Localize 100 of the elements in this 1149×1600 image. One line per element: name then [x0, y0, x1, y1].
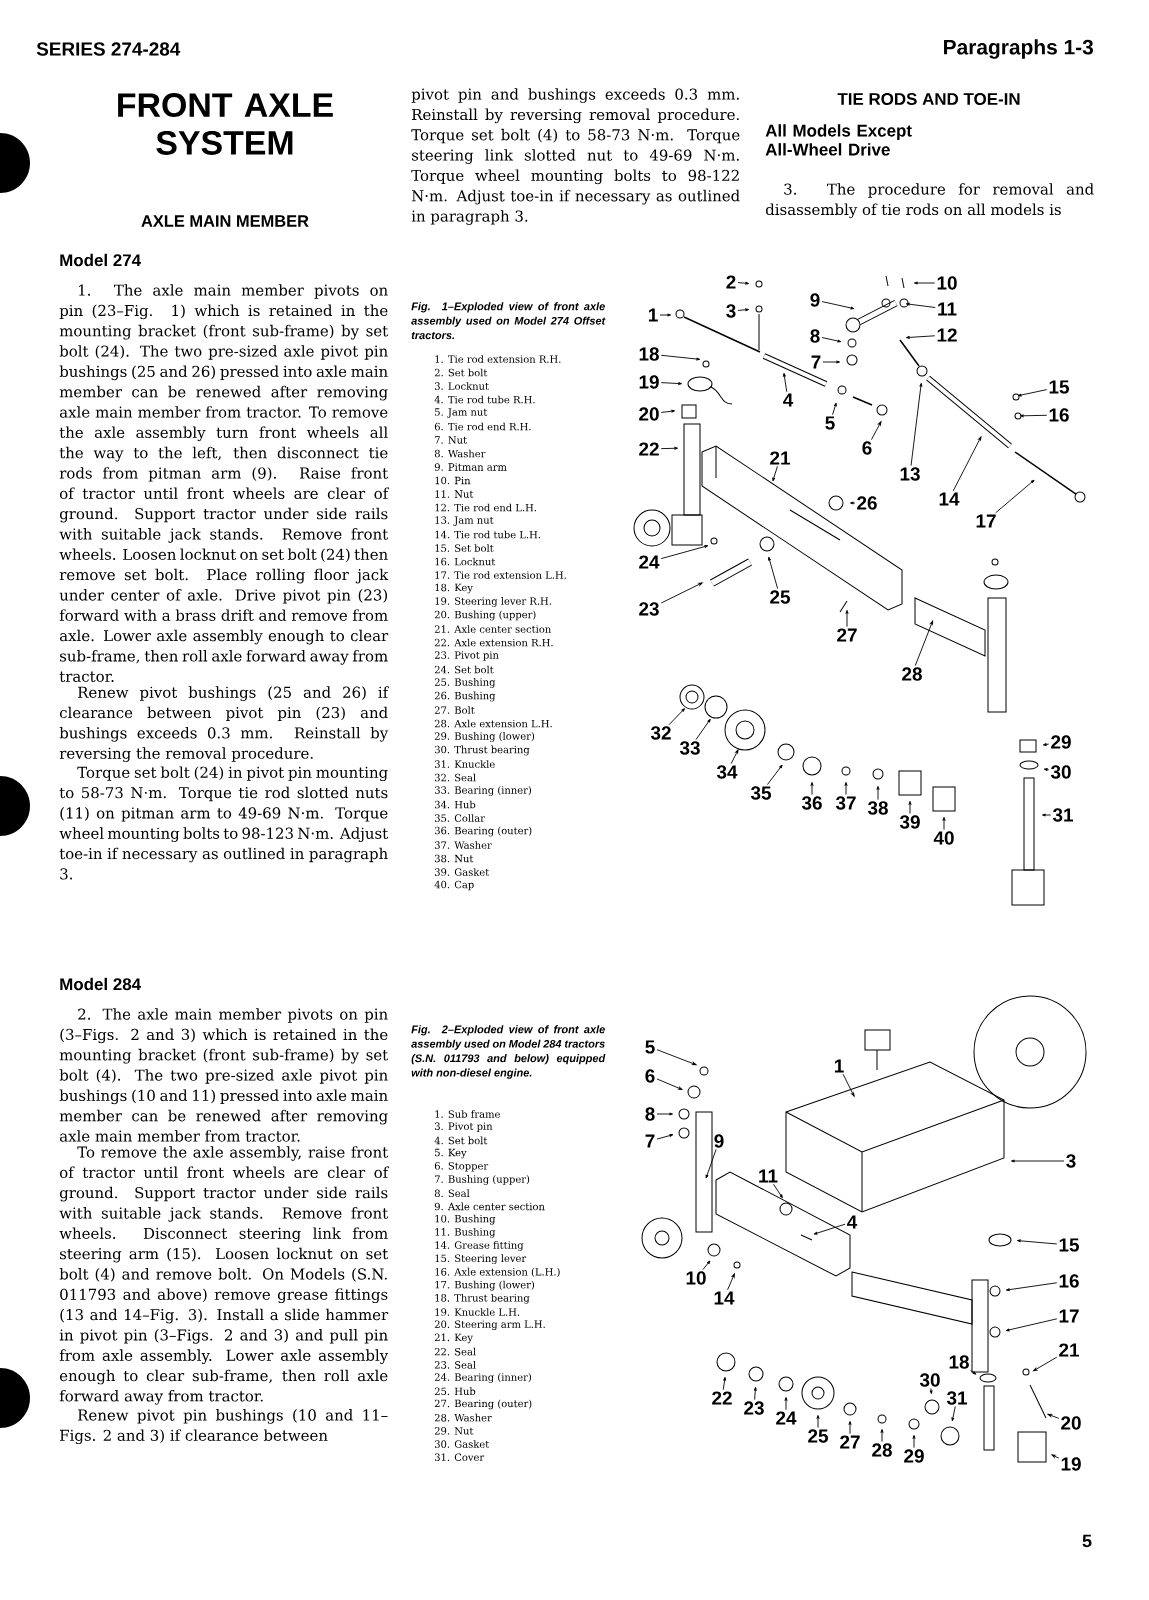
callout-number: 5 — [645, 1040, 655, 1054]
section-heading: TIE RODS AND TOE-IN — [837, 93, 1020, 105]
leader-line — [668, 708, 685, 726]
parts-list-entry: 23. Pivot pin — [434, 651, 499, 661]
parts-list-entry: 21. Axle center section — [434, 625, 551, 633]
callout-number: 33 — [679, 741, 700, 755]
callout-number: 27 — [840, 1435, 860, 1449]
callout-number: 25 — [808, 1429, 828, 1443]
callout-number: 18 — [949, 1355, 969, 1369]
leader-line — [951, 1406, 956, 1422]
parts-list-entry: 7. Nut — [435, 436, 467, 444]
leader-line — [656, 1078, 683, 1090]
body-paragraph: pivot pin and bushings exceeds 0.3 mm. Reinstall by reversing removal procedure. Torque set bolt (4) to 58-73 N·m. Torque steering link slotted nut to 49-69 N·m. Torque wheel mounting bolts to 98-122 N·m. Adjust toe-in if necessary as outlined in paragraph 3. — [411, 88, 740, 225]
callout-number: 28 — [872, 1443, 892, 1457]
page-header: SERIES 274-284 — [36, 42, 181, 56]
parts-list-entry: 10. Pin — [435, 476, 471, 485]
parts-list-entry: 39. Gasket — [434, 868, 490, 876]
parts-list-entry: 20. Steering arm L.H. — [434, 1320, 545, 1330]
parts-list-entry: 5. Jam nut — [435, 408, 488, 418]
callout-number: 7 — [811, 355, 821, 369]
subsection-heading: All Models Except All-Wheel Drive — [765, 124, 912, 156]
parts-list-entry: 10. Bushing — [435, 1214, 496, 1225]
leader-line — [813, 1223, 846, 1235]
callout-number: 11 — [938, 302, 957, 316]
body-paragraph: Renew pivot pin bushings (10 and 11–Figs. 2 and 3) if clearance between — [60, 1409, 388, 1445]
parts-list-entry: 4. Tie rod tube R.H. — [434, 395, 535, 404]
section-heading: AXLE MAIN MEMBER — [141, 215, 309, 227]
parts-list-entry: 16. Locknut — [435, 557, 496, 566]
callout-number: 5 — [825, 416, 835, 430]
callout-number: 13 — [900, 467, 920, 481]
leader-line — [737, 308, 750, 312]
leader-line — [727, 1273, 735, 1291]
callout-number: 30 — [919, 1373, 940, 1387]
parts-list-entry: 25. Hub — [434, 1387, 476, 1396]
leader-line — [660, 582, 703, 604]
leader-line — [1017, 389, 1048, 397]
callout-number: 15 — [1059, 1238, 1079, 1252]
parts-list-entry: 1. Tie rod extension R.H. — [435, 355, 561, 363]
parts-list-entry: 23. Seal — [434, 1360, 476, 1369]
leader-line — [737, 281, 750, 285]
leader-line — [702, 1260, 711, 1271]
leader-line — [656, 1134, 674, 1140]
callout-number: 30 — [1050, 765, 1071, 779]
parts-list-entry: 8. Seal — [434, 1189, 470, 1198]
parts-list-entry: 25. Bushing — [434, 678, 496, 688]
body-paragraph: To remove the axle assembly, raise front of tractor until front wheels are clear of ground. Support tractor under side rails with suitable jack stands. Remove front wheels. Disconnect steering link from steering arm (15). Loosen locknut on set bolt (4) and remove bolt. On Models (S.N. 011793 and above) remove grease fittings (13 and 14–Fig. 3). Install a slide hammer in pivot pin (3–Figs. 2 and 3) and pull pin from axle assembly. Lower axle assembly enough to clear sub-frame, then roll axle forward away from tractor. — [59, 1146, 390, 1405]
callout-number: 22 — [712, 1391, 732, 1405]
body-paragraph: 2. The axle main member pivots on pin (3–Figs. 2 and 3) which is retained in the mounting bracket (front sub-frame) by set bolt (4). The two pre-sized axle pivot pin bushings (10 and 11) pressed into axle main member can be renewed after removing axle main member from tractor. — [59, 1008, 389, 1142]
parts-list-entry: 31. Cover — [434, 1453, 485, 1461]
leader-line — [913, 281, 936, 285]
parts-list-entry: 5. Key — [435, 1148, 467, 1159]
parts-list-entry: 9. Axle center section — [434, 1202, 545, 1211]
figure-caption: Fig. 2–Exploded view of front axle assembly used on Model 284 tractors (S.N. 011793 and below) equipped with non-diesel engine. — [411, 1025, 606, 1079]
figure-caption: Fig. 1–Exploded view of front axle assembly used on Model 274 Offset tractors. — [411, 302, 606, 340]
subsection-heading: Model 284 — [60, 977, 141, 991]
callout-number: 6 — [645, 1069, 655, 1083]
leader-line — [849, 501, 856, 505]
leader-line — [773, 1183, 783, 1199]
leader-line — [821, 301, 855, 310]
parts-list-entry: 29. Bushing (lower) — [434, 732, 535, 742]
parts-list-entry: 37. Washer — [434, 841, 492, 849]
leader-line — [876, 785, 880, 801]
parts-list-entry: 19. Knuckle L.H. — [435, 1308, 520, 1316]
callout-number: 32 — [650, 726, 671, 740]
parts-list-entry: 18. Key — [435, 583, 473, 594]
callout-number: 34 — [716, 765, 738, 779]
parts-list-entry: 7. Bushing (upper) — [435, 1175, 530, 1185]
callout-number: 24 — [639, 555, 660, 569]
parts-list-entry: 35. Collar — [434, 814, 485, 822]
body-paragraph: Renew pivot bushings (25 and 26) if clearance between pivot pin (23) and bushings exceeds 0.3 mm. Reinstall by reversing the removal procedure. — [59, 686, 390, 762]
leader-line — [1010, 1159, 1065, 1163]
leader-line — [1047, 1413, 1060, 1419]
parts-list-entry: 9. Pitman arm — [434, 463, 507, 471]
leader-line — [656, 1112, 674, 1116]
leader-line — [822, 360, 841, 364]
callout-number: 21 — [770, 451, 790, 465]
callout-number: 39 — [899, 815, 920, 829]
callout-number: 31 — [946, 1391, 967, 1405]
parts-list-entry: 40. Cap — [434, 880, 474, 891]
callout-number: 35 — [750, 786, 771, 800]
callout-number: 14 — [714, 1291, 735, 1305]
callout-number: 28 — [902, 667, 922, 681]
callout-number: 20 — [1061, 1416, 1081, 1430]
callout-number: 18 — [639, 347, 659, 361]
leader-line — [995, 479, 1035, 514]
callout-number: 9 — [714, 1134, 724, 1148]
leader-line — [695, 718, 711, 741]
leader-line — [970, 1369, 977, 1375]
parts-list-entry: 31. Knuckle — [434, 760, 495, 768]
leader-line — [1005, 1282, 1058, 1292]
callout-number: 17 — [976, 514, 996, 528]
parts-list-entry: 29. Nut — [434, 1427, 474, 1435]
parts-list-entry: 17. Tie rod extension L.H. — [435, 571, 566, 579]
leader-line — [880, 1429, 884, 1443]
parts-list-entry: 4. Set bolt — [434, 1136, 488, 1145]
leader-line — [844, 781, 848, 796]
parts-list-entry: 28. Washer — [434, 1413, 492, 1422]
callout-number: 19 — [639, 375, 659, 389]
callout-number: 29 — [904, 1449, 924, 1463]
callout-number: 14 — [939, 492, 960, 506]
